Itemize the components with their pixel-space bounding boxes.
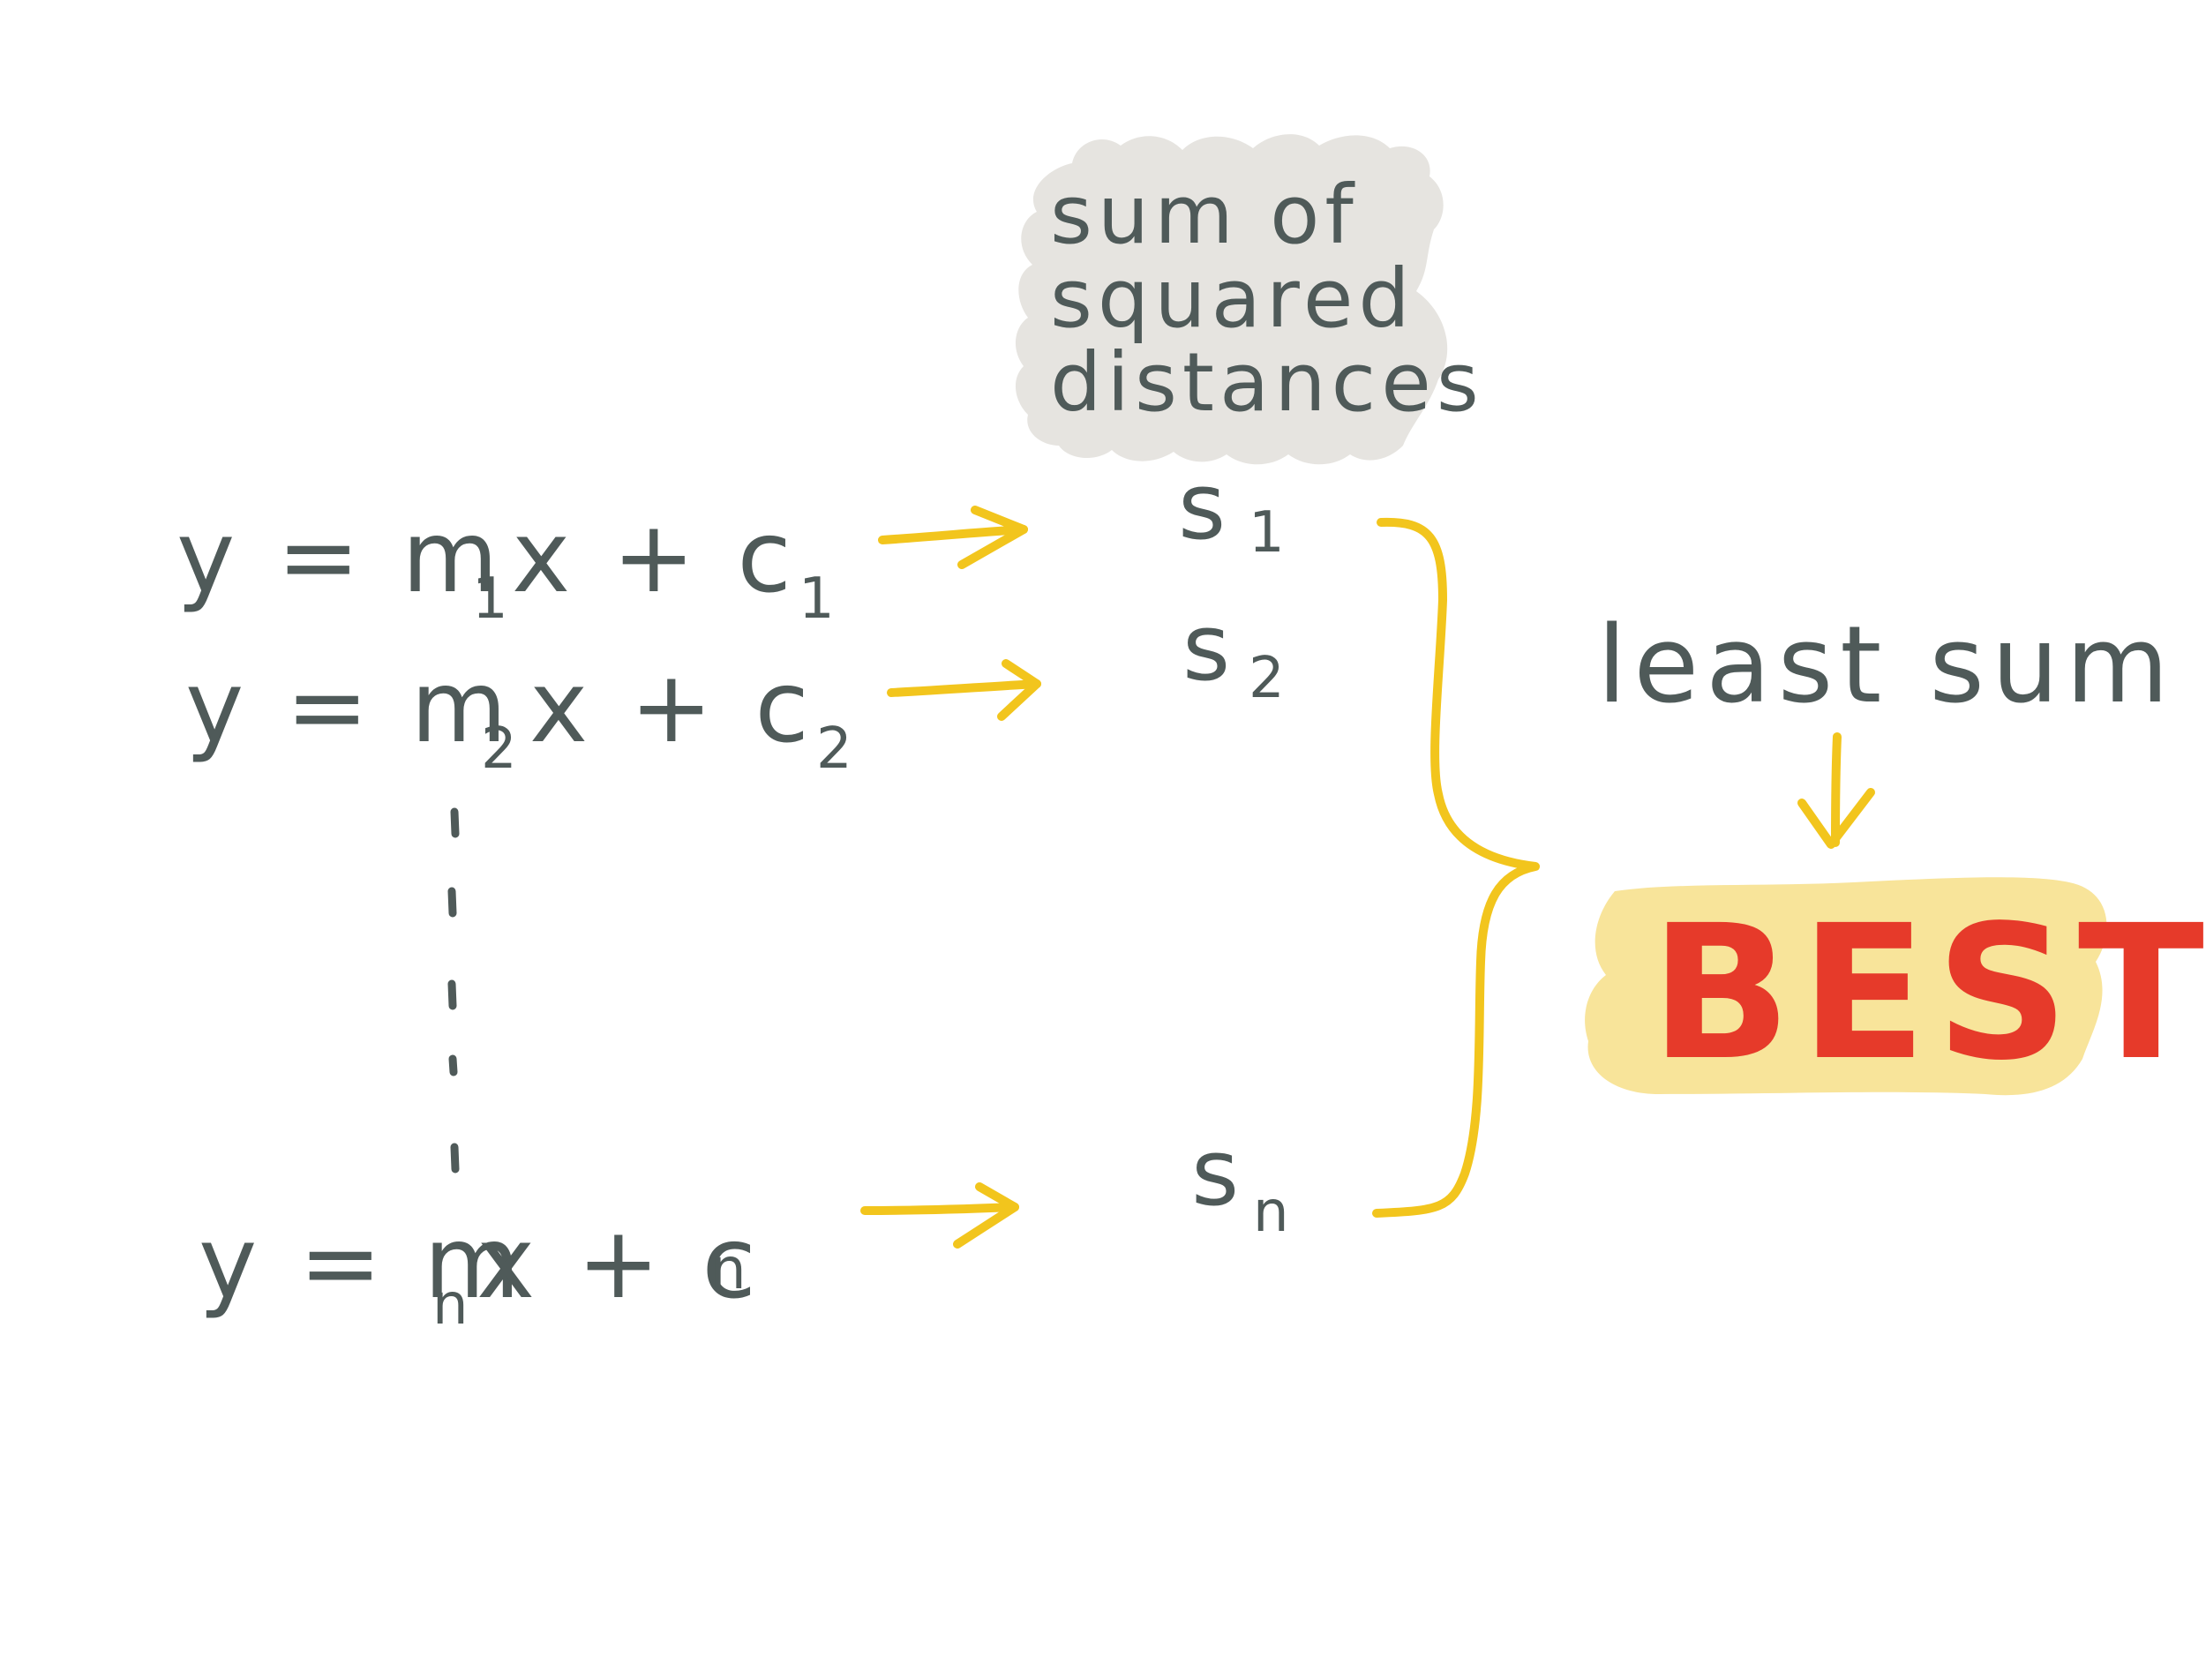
cloud-line-3: distances — [1050, 335, 1484, 430]
equation-1-lhs: y = m — [176, 500, 503, 615]
least-sum-label: least sum — [1597, 604, 2176, 727]
sum-1: s 1 — [1178, 453, 1285, 566]
down-arrow — [1797, 732, 1875, 849]
equation-2-sub-m: 2 — [481, 716, 517, 782]
arrow-shaft — [878, 525, 1028, 544]
best-box: BEST — [1585, 877, 2206, 1101]
dash — [447, 887, 457, 918]
equation-n: y = m n x + c n — [199, 1206, 762, 1338]
sum-2: s 2 — [1182, 594, 1285, 711]
sum-1-base: s — [1178, 453, 1229, 560]
equation-n-sub-m: n — [432, 1272, 469, 1338]
sum-2-base: s — [1182, 594, 1234, 701]
cloud-line-2: squared — [1050, 251, 1415, 346]
arrow-head — [957, 506, 1028, 569]
equation-n-sub-c: n — [710, 1237, 747, 1302]
equation-1-sub-m: 1 — [472, 566, 508, 632]
equation-1-sub-c: 1 — [799, 566, 835, 632]
equation-1-rest: x + c — [512, 500, 797, 615]
arrow-2 — [887, 659, 1041, 721]
arrow-1 — [878, 506, 1028, 569]
dash — [450, 1143, 460, 1174]
ellipsis-dashes — [447, 807, 460, 1174]
equation-1: y = m 1 x + c 1 — [176, 500, 835, 632]
equation-2: y = m 2 x + c 2 — [185, 650, 852, 782]
arrow-shaft — [887, 679, 1041, 697]
dash — [447, 979, 457, 1010]
arrow-n — [860, 1182, 1019, 1249]
sum-n: s n — [1191, 1119, 1289, 1245]
down-arrow-shaft — [1831, 732, 1842, 847]
cloud-line-1: sum of — [1050, 168, 1359, 262]
thought-cloud: sum of squared distances — [1015, 134, 1484, 465]
arrow-shaft — [860, 1203, 1019, 1215]
sum-n-base: s — [1191, 1119, 1242, 1226]
equation-n-lhs: y = m — [199, 1206, 525, 1321]
arrow-head — [997, 659, 1041, 721]
best-highlight — [1585, 877, 2107, 1096]
sum-n-sub: n — [1253, 1180, 1289, 1245]
arrow-head — [953, 1182, 1019, 1249]
equation-n-rest: x + c — [476, 1206, 762, 1321]
curly-brace — [1372, 517, 1540, 1218]
dash — [450, 807, 460, 838]
equation-2-lhs: y = m — [185, 650, 512, 765]
sum-1-sub: 1 — [1249, 500, 1285, 566]
sum-2-sub: 2 — [1249, 646, 1285, 711]
equation-2-sub-c: 2 — [816, 716, 852, 782]
down-arrow-head — [1797, 788, 1875, 849]
equation-2-rest: x + c — [529, 650, 814, 765]
dash — [448, 1054, 458, 1076]
best-label: BEST — [1650, 885, 2206, 1101]
cloud-shape — [1015, 134, 1448, 465]
